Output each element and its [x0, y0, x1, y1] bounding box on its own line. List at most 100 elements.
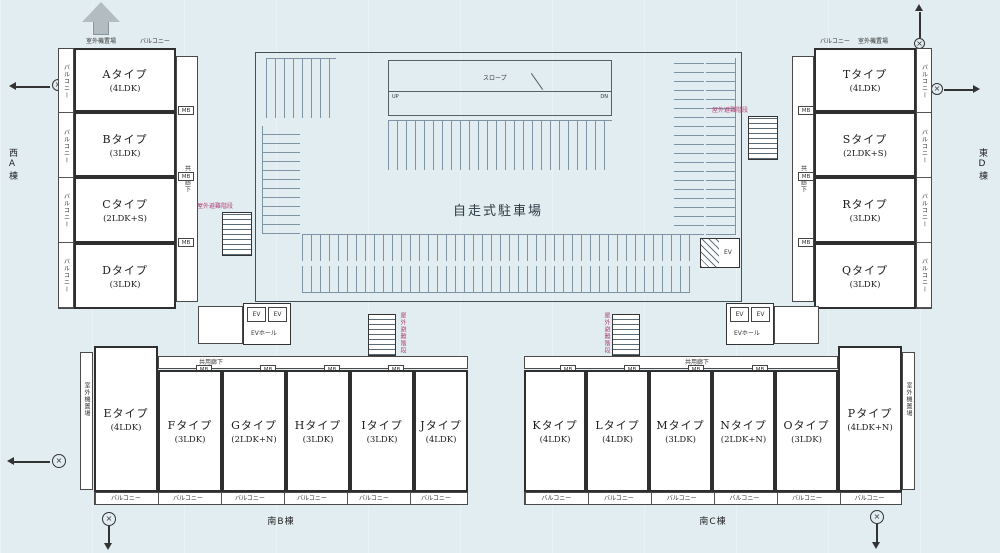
unit-type: Gタイプ — [231, 419, 277, 432]
southb-balcony-strip: バルコニー バルコニー バルコニー バルコニー バルコニー バルコニー — [94, 492, 468, 505]
corridor-label: 共用廊下 — [685, 359, 710, 366]
unit-q-cell: Qタイプ (3LDK) — [814, 243, 916, 309]
unit-plan: (3LDK) — [174, 435, 206, 445]
balcony-label: バルコニー — [62, 128, 70, 164]
parking-outline — [255, 52, 742, 302]
ev-hall-left: EV EV EVホール — [243, 303, 291, 345]
mb-label: MB — [628, 367, 637, 373]
balcony-label: バルコニー — [792, 494, 822, 502]
east-balcony-strip: バルコニー バルコニー バルコニー バルコニー — [916, 48, 932, 309]
ev-hall-label: EVホール — [734, 330, 760, 337]
balcony-label: バルコニー — [541, 494, 572, 502]
ev-label: EV — [735, 311, 744, 318]
unit-type: Kタイプ — [532, 419, 578, 432]
balcony-label: バルコニー — [62, 193, 70, 229]
unit-plan: (2LDK+S) — [103, 214, 147, 224]
southc-balcony-strip: バルコニー バルコニー バルコニー バルコニー バルコニー バルコニー — [524, 492, 902, 505]
balcony-label: バルコニー — [111, 494, 141, 502]
unit-plan: (4LDK) — [602, 435, 633, 445]
unit-b-cell: Bタイプ (3LDK) — [74, 112, 176, 177]
balcony-label: バルコニー — [820, 38, 850, 45]
unit-plan: (3LDK) — [849, 214, 881, 224]
unit-plan: (3LDK) — [109, 280, 141, 290]
unit-type: Oタイプ — [783, 419, 830, 432]
parking-stalls — [262, 126, 300, 234]
balcony-label: バルコニー — [297, 494, 327, 502]
unit-type: Pタイプ — [847, 407, 893, 420]
unit-k-cell: Kタイプ (4LDK) — [524, 370, 586, 492]
mb-box: MB — [178, 238, 194, 247]
unit-type: Cタイプ — [102, 198, 148, 211]
unit-plan: (4LDK) — [110, 423, 142, 433]
balcony-label: バルコニー — [235, 494, 265, 502]
parking-ev-box: EV — [700, 238, 740, 268]
escape-stairs-label: 屋外避難階段 — [399, 312, 406, 354]
southb-side-strip — [80, 352, 93, 490]
escape-stairs-label: 屋外避難階段 — [197, 203, 234, 210]
unit-plan: (3LDK) — [849, 280, 881, 290]
mb-label: MB — [801, 173, 811, 180]
parking-stalls — [388, 120, 612, 170]
mb-box: MB — [178, 106, 194, 115]
unit-t-cell: Tタイプ (4LDK) — [814, 48, 916, 112]
balcony-label: バルコニー — [421, 494, 451, 502]
west-balcony-strip: バルコニー バルコニー バルコニー バルコニー — [58, 48, 74, 309]
parking-stalls — [266, 58, 336, 118]
balcony-label: バルコニー — [604, 494, 634, 502]
unit-plan: (4LDK) — [849, 84, 881, 94]
mb-label: MB — [264, 367, 273, 373]
balcony-label: バルコニー — [359, 494, 389, 502]
outdoor-unit-label: 室外機置場 — [86, 38, 117, 45]
escape-stairs-south-c — [612, 314, 640, 356]
balcony-label: バルコニー — [854, 494, 885, 502]
parking-label: 自走式駐車場 — [452, 204, 543, 219]
unit-type: Jタイプ — [420, 419, 462, 432]
building-name-south-b: 南B棟 — [267, 517, 295, 527]
unit-n-cell: Nタイプ (2LDK+N) — [712, 370, 775, 492]
ramp-break-mark — [530, 73, 544, 90]
unit-type: Bタイプ — [102, 132, 148, 146]
unit-plan: (2LDK+N) — [720, 435, 767, 445]
parking-stalls — [674, 58, 704, 235]
unit-type: Tタイプ — [842, 68, 888, 81]
unit-type: Iタイプ — [361, 419, 403, 432]
parking-stalls — [706, 58, 736, 235]
escape-stairs-label: 屋外避難階段 — [603, 312, 610, 354]
balcony-label: バルコニー — [920, 63, 928, 99]
unit-plan: (2LDK+N) — [231, 435, 277, 445]
unit-j-cell: Jタイプ (4LDK) — [414, 370, 468, 492]
ev-cell: EV — [730, 307, 749, 322]
ramp-line — [389, 91, 611, 92]
mb-label: MB — [181, 173, 191, 180]
outdoor-unit-label: 室外機置場 — [858, 38, 889, 45]
unit-plan: (3LDK) — [665, 435, 696, 445]
unit-s-cell: Sタイプ (2LDK+S) — [814, 112, 916, 177]
mb-label: MB — [392, 367, 401, 373]
mb-label: MB — [801, 107, 811, 114]
ev-label: EV — [252, 311, 261, 318]
unit-type: Fタイプ — [167, 419, 213, 432]
balcony-label: バルコニー — [173, 494, 203, 502]
escape-stairs-label: 屋外避難階段 — [712, 107, 749, 114]
ev-cell: EV — [268, 307, 287, 322]
unit-type: Mタイプ — [656, 419, 705, 432]
unit-l-cell: Lタイプ (4LDK) — [586, 370, 649, 492]
unit-r-cell: Rタイプ (3LDK) — [814, 177, 916, 243]
ev-cell: EV — [751, 307, 770, 322]
southc-side-strip — [902, 352, 915, 490]
mb-box: MB — [798, 238, 814, 247]
unit-h-cell: Hタイプ (3LDK) — [286, 370, 350, 492]
parking-ramp: スロープ UP DN — [388, 60, 612, 116]
balcony-label: バルコニー — [62, 258, 70, 294]
ramp-up-label: UP — [392, 94, 399, 100]
building-name-south-c: 南C棟 — [699, 517, 727, 527]
unit-f-cell: Fタイプ (3LDK) — [158, 370, 222, 492]
hatch-area — [701, 239, 719, 267]
unit-type: Rタイプ — [842, 198, 888, 211]
unit-plan: (2LDK+S) — [843, 148, 887, 159]
escape-stairs-south-b — [368, 314, 396, 356]
unit-type: Sタイプ — [842, 132, 888, 146]
unit-plan: (4LDK+N) — [847, 423, 893, 433]
mb-box: MB — [178, 172, 194, 181]
unit-type: Nタイプ — [720, 419, 767, 432]
